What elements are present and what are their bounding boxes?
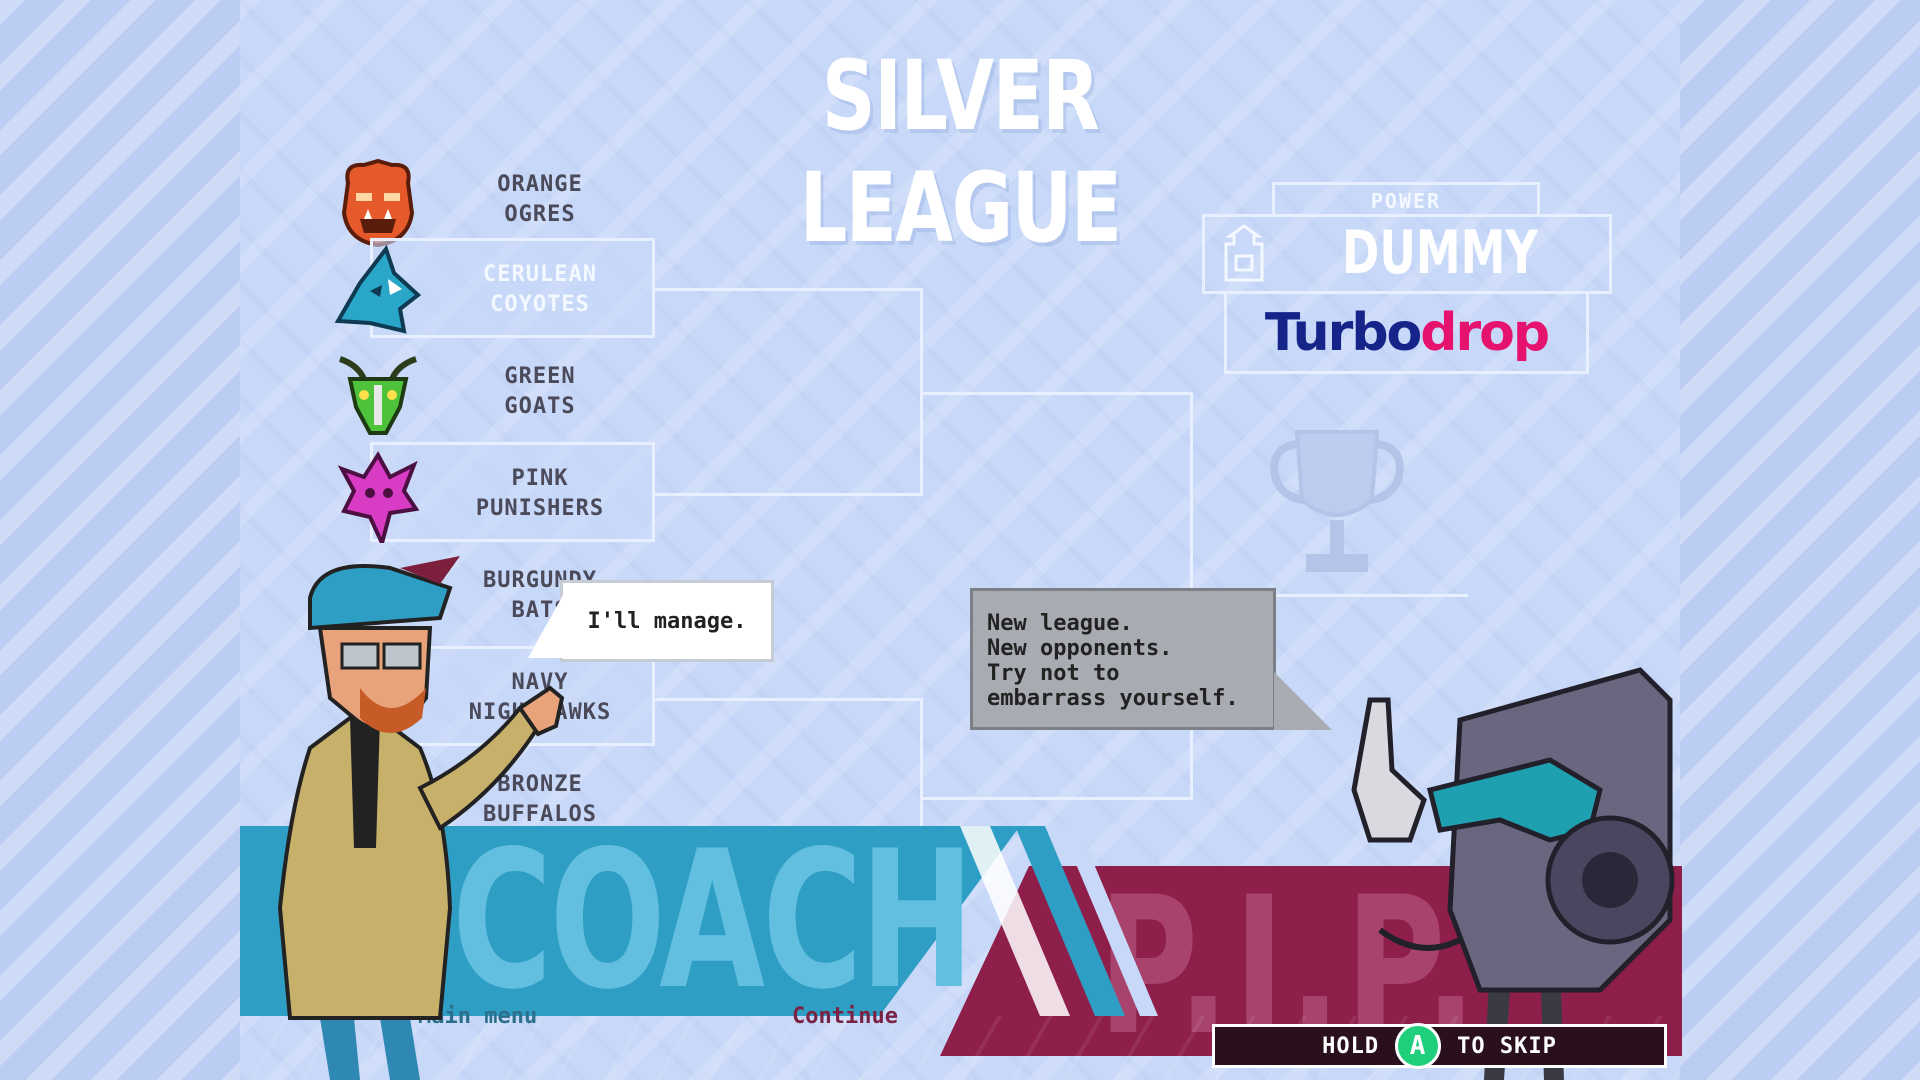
team-slot [370, 442, 655, 542]
team-green-goats[interactable]: GREEN GOATS [330, 340, 655, 440]
continue-hint[interactable]: Continue [792, 1004, 898, 1029]
pip-speech-bubble: New league. New opponents. Try not to em… [970, 588, 1276, 730]
punisher-icon [337, 451, 420, 543]
skip-suffix: TO SKIP [1457, 1033, 1557, 1059]
team-name: BRONZE BUFFALOS [483, 772, 597, 827]
dummy-icon [1224, 224, 1264, 282]
power-name: DUMMY [1341, 218, 1539, 288]
banner-stripes [960, 826, 1158, 1016]
team-name: ORANGE OGRES [497, 172, 583, 227]
team-name: CERULEAN COYOTES [483, 262, 597, 317]
right-side-panel [1680, 0, 1920, 1080]
coach-speech-bubble: I'll manage. [560, 580, 774, 662]
skip-prefix: HOLD [1322, 1033, 1380, 1059]
league-title: SILVER LEAGUE [799, 40, 1122, 264]
left-side-panel [0, 0, 240, 1080]
sponsor-part-2: drop [1420, 302, 1550, 363]
team-cerulean-coyotes[interactable]: CERULEAN COYOTES [330, 238, 655, 338]
power-box [1202, 214, 1612, 294]
bracket-semi-1 [655, 288, 923, 496]
trophy-line [1240, 594, 1468, 597]
team-orange-ogres[interactable]: ORANGE OGRES [330, 148, 655, 248]
coach-character [277, 556, 565, 1080]
team-name: GREEN GOATS [504, 364, 576, 419]
sponsor-part-1: Turbo [1264, 302, 1422, 363]
goat-icon [338, 356, 418, 435]
a-button-icon: A [1395, 1023, 1442, 1069]
pip-character [1351, 667, 1675, 1080]
team-bronze-buffalos[interactable]: BRONZE BUFFALOS [330, 748, 655, 848]
coach-bubble-tail [528, 586, 568, 658]
hold-to-skip-hint[interactable]: HOLD A TO SKIP [1212, 1023, 1667, 1069]
team-slot [370, 238, 655, 338]
team-pink-punishers[interactable]: PINK PUNISHERS [330, 442, 655, 543]
ogre-icon [341, 158, 415, 248]
trophy-icon [1270, 430, 1404, 572]
pip-bubble-tail [1274, 672, 1332, 730]
team-name: PINK PUNISHERS [475, 466, 605, 521]
coyote-icon [334, 244, 422, 334]
coach-banner-text: COACH [452, 810, 974, 1031]
power-label: POWER [1272, 182, 1540, 216]
